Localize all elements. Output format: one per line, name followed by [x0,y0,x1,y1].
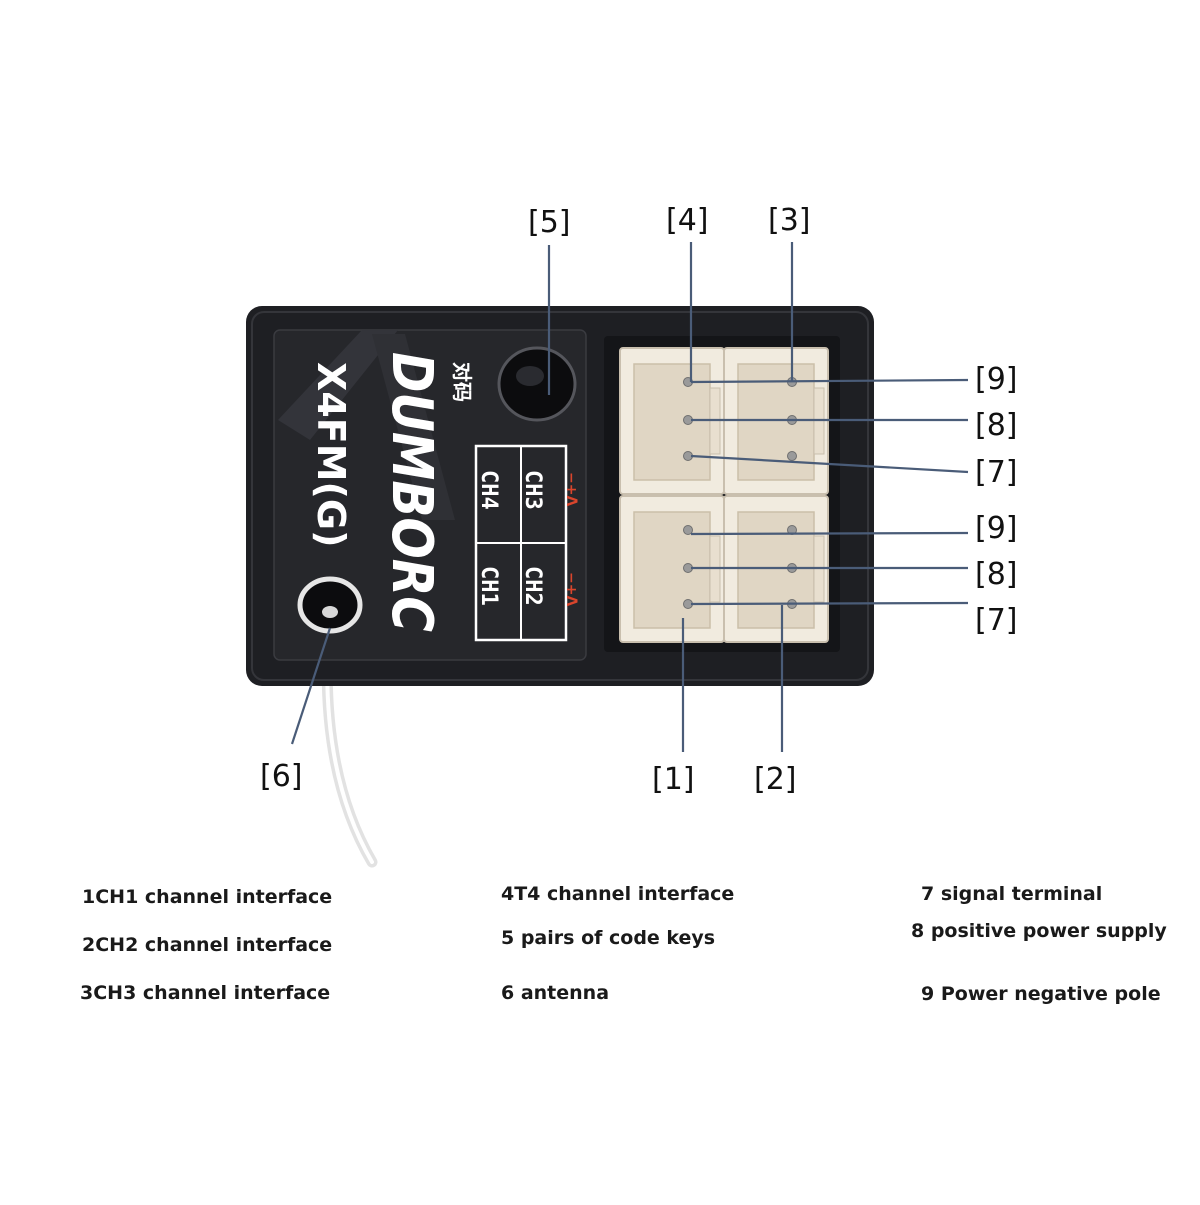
callout-5: [5] [528,205,571,240]
callout-1: [1] [652,762,695,797]
brand-logo: DUMBORC [379,352,444,632]
ch3-label: CH3 [520,470,545,510]
receiver-body-shade [251,311,869,681]
callout-7-upper: [7] [975,455,1018,490]
model-label: X4FM(G) [309,362,353,547]
leader-line [290,627,332,745]
legend-signal: 7 signal terminal [921,883,1103,905]
ch2-label: CH2 [520,566,545,606]
callout-3: [3] [768,203,811,238]
callout-8-upper: [8] [975,408,1018,443]
connector-pin [683,525,693,535]
pin-marker-lower: −+Λ [563,572,579,606]
legend-positive: 8 positive power supply [911,920,1167,942]
bind-label: 对码 [450,362,474,402]
ch4-label: CH4 [476,470,501,510]
callout-6: [6] [260,759,303,794]
callout-9-lower: [9] [975,511,1018,546]
legend-code-keys: 5 pairs of code keys [501,927,716,949]
panel-stripes-2 [372,334,455,520]
leader-line [690,531,969,536]
legend-ch4: 4T4 channel interface [501,883,735,905]
legend-ch2: 2CH2 channel interface [82,934,333,956]
leader-line [690,601,969,606]
connector-ch1[interactable] [619,495,725,643]
callout-8-lower: [8] [975,557,1018,592]
ch1-label: CH1 [476,566,501,606]
legend-negative: 9 Power negative pole [921,983,1161,1005]
antenna-grommet [297,576,363,634]
bind-button-highlight [516,366,544,386]
callout-4: [4] [666,203,709,238]
callout-7-lower: [7] [975,603,1018,638]
leader-line [690,378,969,384]
pin-marker-upper: −+Λ [563,472,579,506]
legend-ch3: 3CH3 channel interface [80,982,331,1004]
leader-lines [290,242,969,752]
panel-stripes [278,330,398,440]
legend-antenna: 6 antenna [501,982,610,1004]
connector-pin [787,451,797,461]
leader-line [690,454,969,474]
legend-ch1: 1CH1 channel interface [82,886,333,908]
callout-2: [2] [754,762,797,797]
callout-9-upper: [9] [975,362,1018,397]
